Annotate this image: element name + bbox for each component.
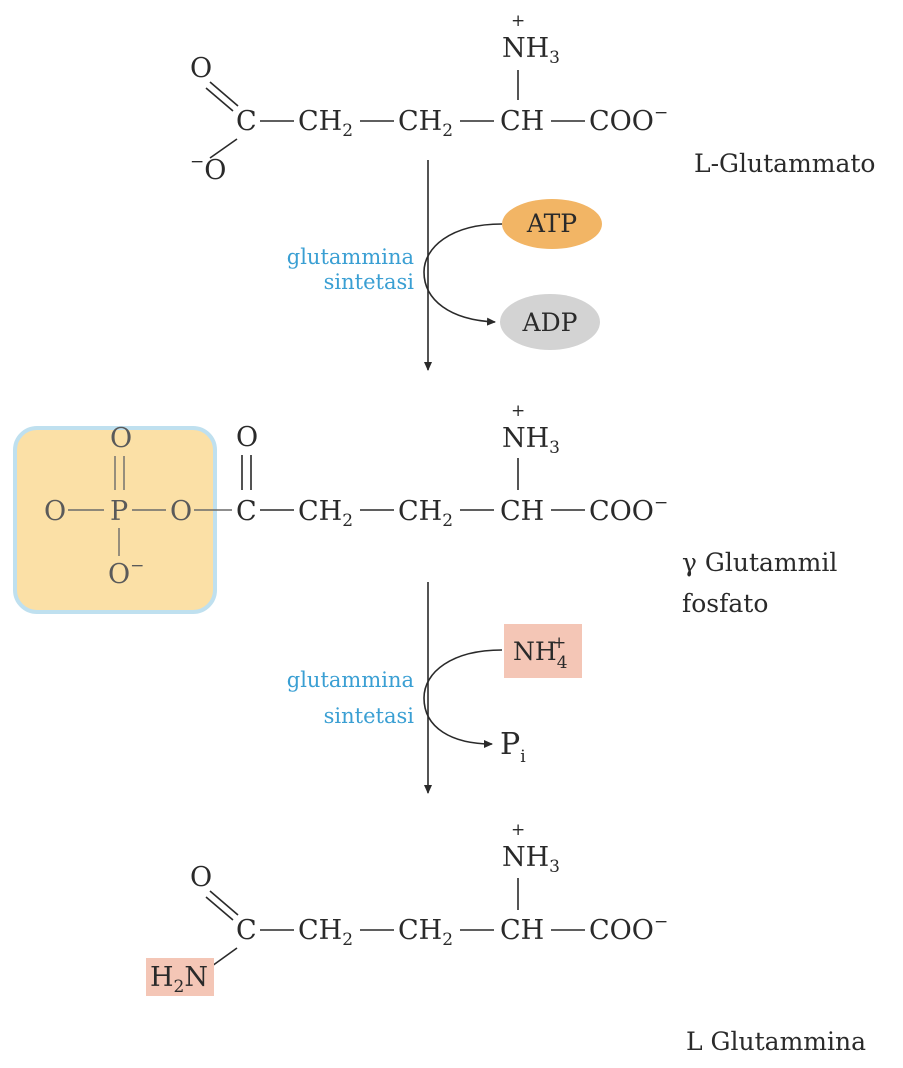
- step2-cofactor-curve-arrow: [423, 649, 503, 748]
- glutamate-carboxyl-carbon: C: [236, 106, 257, 137]
- glutamine-carboxylate: COO−: [589, 912, 668, 946]
- phosphate-left-oxygen: O: [44, 496, 66, 527]
- glutamyl-ammonium-charge: +: [511, 401, 525, 421]
- step1-enzyme-line2: sintetasi: [324, 270, 415, 294]
- glutamate-name-label: L-Glutammato: [694, 149, 875, 178]
- phosphate-group-highlight-box: [13, 426, 217, 614]
- step1-cofactor-curve-arrow: [423, 223, 503, 326]
- glutamine-ammonium-charge: +: [511, 820, 525, 840]
- reaction-step-1: glutammina sintetasi ATP ADP: [287, 160, 602, 371]
- phosphate-phosphorus: P: [110, 496, 128, 527]
- adp-label: ADP: [522, 308, 578, 337]
- glutamate-carboxylate: COO−: [589, 103, 668, 137]
- atp-bubble: [502, 199, 602, 249]
- glutamyl-ch2-gamma: CH2: [398, 496, 453, 531]
- glutamine-structure: O C H2N CH2 CH2 CH COO− NH3 +: [146, 820, 668, 997]
- glutamate-ammonium-charge: +: [511, 11, 525, 31]
- glutamyl-alpha-ch: CH: [500, 496, 544, 527]
- step1-enzyme-line1: glutammina: [287, 245, 414, 269]
- phosphate-top-oxygen: O: [110, 423, 132, 454]
- phosphate-product-label: Pi: [500, 727, 526, 767]
- glutamate-carbonyl-oxygen: O: [190, 53, 212, 84]
- glutamate-ch2-beta: CH2: [298, 106, 353, 141]
- glutamine-carbonyl-oxygen: O: [190, 862, 212, 893]
- glutamyl-phosphate-name-line2: fosfato: [682, 589, 768, 618]
- glutamyl-phosphate-structure: O P O O O− O C CH2 CH2 CH COO− NH3 +: [13, 401, 668, 614]
- atp-label: ATP: [526, 209, 577, 238]
- phosphate-bridge-oxygen: O: [170, 496, 192, 527]
- glutamine-alpha-ch: CH: [500, 915, 544, 946]
- step2-enzyme-line2: sintetasi: [324, 704, 415, 728]
- glutamate-ch2-gamma: CH2: [398, 106, 453, 141]
- glutamyl-ammonium: NH3: [502, 423, 560, 458]
- glutamine-ch2-beta: CH2: [298, 915, 353, 950]
- glutamyl-acyl-carbon: C: [236, 496, 257, 527]
- phosphate-bottom-oxygen: O−: [108, 556, 144, 590]
- glutamyl-phosphate-name-line1: γ Glutammil: [682, 548, 837, 577]
- ammonium-charge: +: [552, 633, 566, 653]
- glutamyl-carbonyl-oxygen: O: [236, 422, 258, 453]
- glutamyl-ch2-beta: CH2: [298, 496, 353, 531]
- amide-nitrogen-highlight-box: [146, 958, 214, 996]
- glutamine-amide-carbon: C: [236, 915, 257, 946]
- adp-bubble: [500, 294, 600, 350]
- glutamyl-carboxylate: COO−: [589, 493, 668, 527]
- reaction-step-2: glutammina sintetasi NH4 + Pi: [287, 582, 582, 794]
- glutamate-structure: O C −O CH2 CH2 CH COO− NH3 +: [190, 11, 668, 186]
- ammonium-label: NH4: [513, 637, 568, 673]
- ammonium-highlight-box: [504, 624, 582, 678]
- glutamate-carboxylate-oxygen: −O: [190, 152, 226, 186]
- glutamine-name-label: L Glutammina: [686, 1027, 866, 1056]
- glutamine-ammonium: NH3: [502, 842, 560, 877]
- glutamate-alpha-ch: CH: [500, 106, 544, 137]
- glutamine-ch2-gamma: CH2: [398, 915, 453, 950]
- glutamate-ammonium: NH3: [502, 33, 560, 68]
- step2-enzyme-line1: glutammina: [287, 668, 414, 692]
- glutamine-amide-nh2: H2N: [150, 962, 208, 997]
